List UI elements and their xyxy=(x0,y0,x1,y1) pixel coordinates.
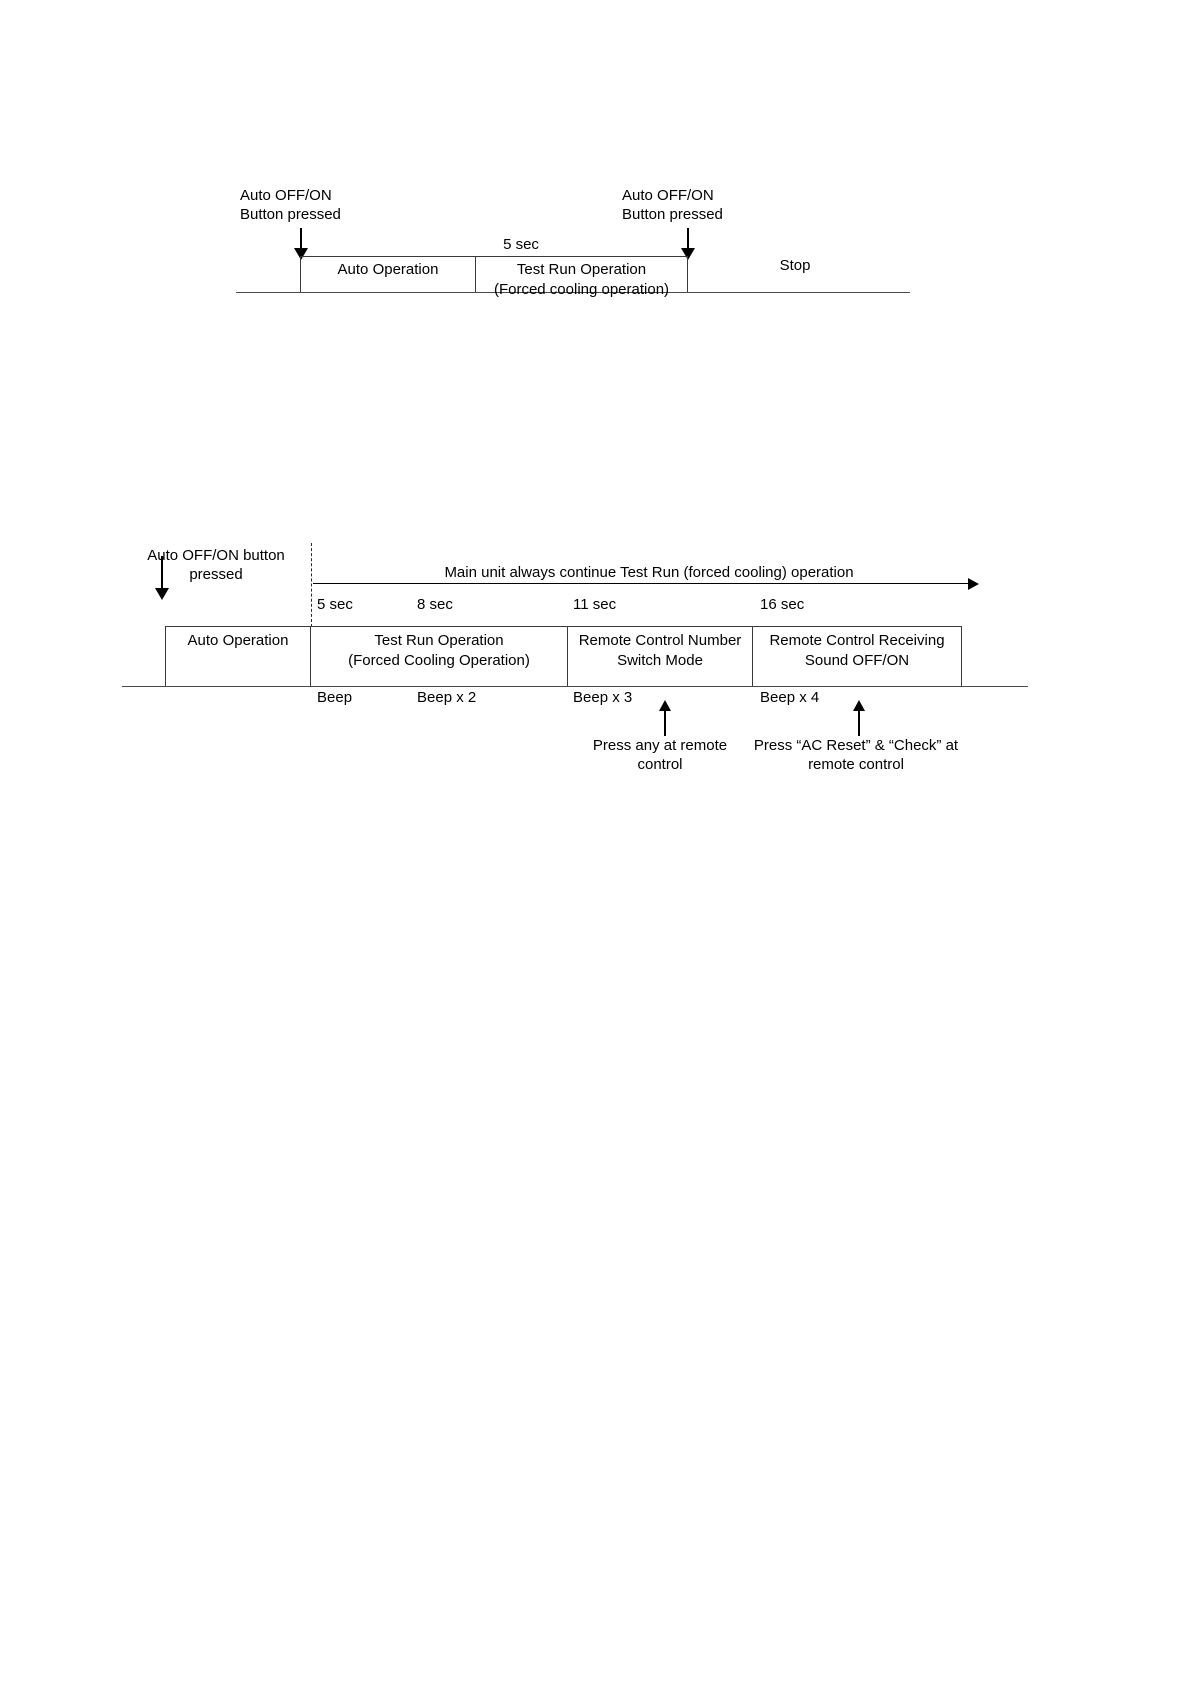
beep-label-4: Beep x 4 xyxy=(760,689,820,706)
beep-label-3: Beep x 3 xyxy=(573,689,633,706)
segment-test-run-operation: Test Run Operation (Forced cooling opera… xyxy=(476,256,688,298)
time-mark-8sec: 8 sec xyxy=(417,596,453,613)
right-button-press-label: Auto OFF/ON Button pressed xyxy=(622,187,723,223)
time-mark-5sec: 5 sec xyxy=(317,596,353,613)
continue-operation-arrow-right-icon xyxy=(313,578,979,590)
segment-auto-operation: Auto Operation xyxy=(300,256,476,292)
segment-test-run-operation: Test Run Operation (Forced Cooling Opera… xyxy=(311,626,568,686)
hold-press-arrow-down-icon xyxy=(155,556,169,602)
duration-label-5sec: 5 sec xyxy=(503,236,539,253)
time-mark-11sec: 11 sec xyxy=(573,596,617,613)
left-button-press-label: Auto OFF/ON Button pressed xyxy=(240,187,341,223)
callout-text-2: Press “AC Reset” & “Check” at remote con… xyxy=(753,737,959,773)
callout-text-1: Press any at remote control xyxy=(592,737,728,773)
segment-stop-label: Stop xyxy=(779,257,811,274)
span-rule xyxy=(300,256,688,257)
hold-timeline-baseline xyxy=(122,686,1028,687)
hold-press-label: Auto OFF/ON button pressed xyxy=(147,547,285,583)
start-dashed-marker xyxy=(311,543,312,627)
beep-label-1: Beep xyxy=(317,689,353,706)
time-mark-16sec: 16 sec xyxy=(760,596,805,613)
timeline-baseline xyxy=(236,292,910,293)
right-press-arrow-down-icon xyxy=(681,228,695,260)
left-press-arrow-down-icon xyxy=(294,228,308,260)
segment-remote-control-number-switch-mode: Remote Control Number Switch Mode xyxy=(568,626,753,686)
segment-remote-control-receiving-sound: Remote Control Receiving Sound OFF/ON xyxy=(753,626,962,686)
beep-label-2: Beep x 2 xyxy=(417,689,477,706)
callout-arrow-up-icon-1 xyxy=(659,700,671,736)
segment-auto-operation: Auto Operation xyxy=(165,626,311,686)
continue-operation-label: Main unit always continue Test Run (forc… xyxy=(444,564,854,581)
callout-arrow-up-icon-2 xyxy=(853,700,865,736)
